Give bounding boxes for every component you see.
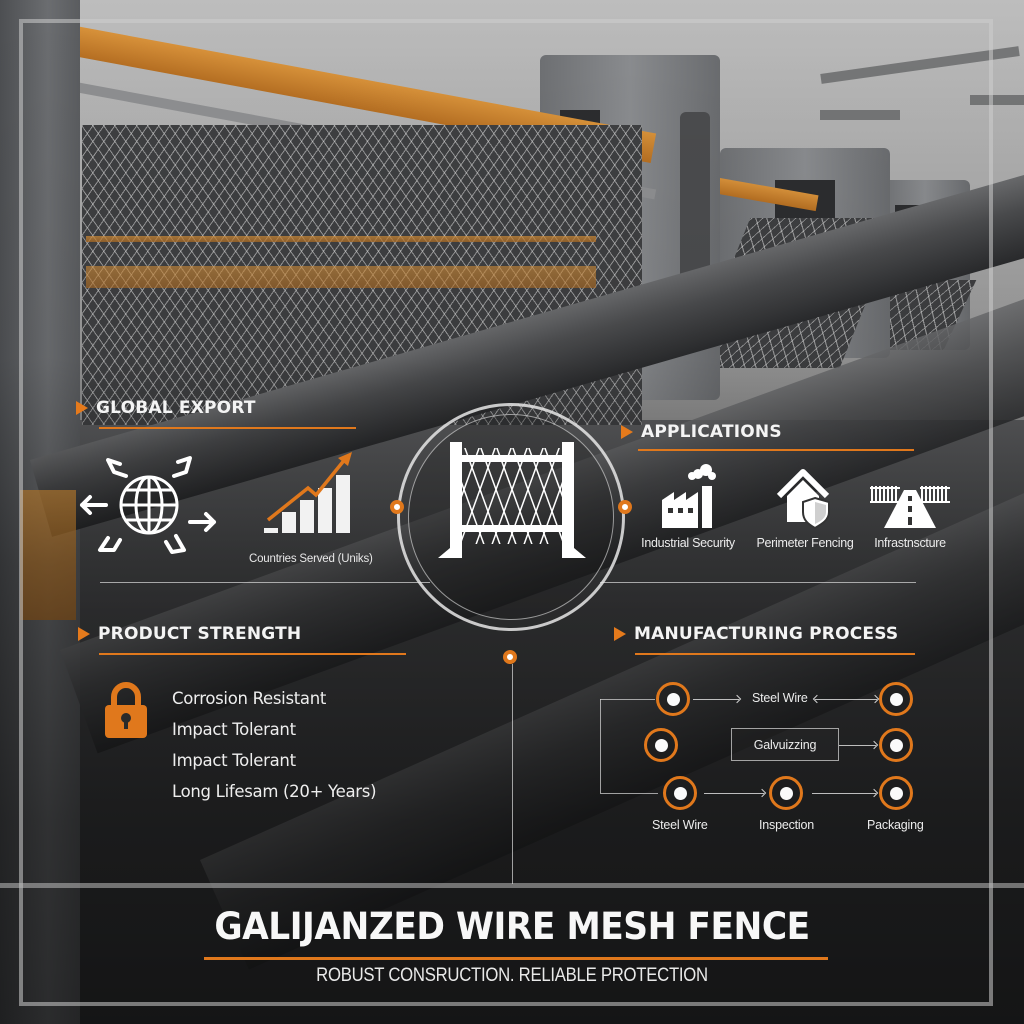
fence-road-icon bbox=[870, 486, 950, 528]
strength-item: Impact Tolerant bbox=[172, 751, 296, 770]
heading-underline bbox=[638, 449, 914, 451]
chart-caption: Countries Served (Uniks) bbox=[249, 553, 373, 565]
process-bracket-side bbox=[600, 699, 601, 793]
process-step-label: Steel Wire bbox=[652, 818, 708, 832]
process-bracket-top bbox=[600, 699, 655, 700]
strength-item: Corrosion Resistant bbox=[172, 689, 327, 708]
process-arrow bbox=[812, 793, 876, 794]
title-underline bbox=[204, 957, 828, 960]
triangle-bullet-icon bbox=[621, 425, 633, 439]
heading-text: PRODUCT STRENGTH bbox=[98, 624, 302, 644]
process-bracket-bottom bbox=[600, 793, 658, 794]
process-node bbox=[769, 776, 803, 810]
applications-heading: APPLICATIONS bbox=[621, 422, 782, 442]
house-shield-icon bbox=[776, 469, 830, 530]
galvanizing-step-box: Galvuizzing bbox=[731, 728, 839, 761]
global-export-heading: GLOBAL EXPORT bbox=[76, 398, 256, 418]
heading-underline bbox=[99, 427, 356, 429]
application-industrial-security: Industrial Security bbox=[638, 462, 738, 550]
wire-mesh-fence-panel-icon bbox=[438, 442, 586, 558]
process-step-label: Packaging bbox=[867, 818, 924, 832]
process-arrow bbox=[839, 745, 876, 746]
page-subtitle: ROBUST CONSRUCTION. RELIABLE PROTECTION bbox=[316, 965, 708, 986]
triangle-bullet-icon bbox=[78, 627, 90, 641]
center-medallion-ring bbox=[397, 403, 625, 631]
factory-icon bbox=[662, 464, 716, 528]
heading-text: APPLICATIONS bbox=[641, 422, 782, 442]
section-divider-right bbox=[600, 582, 916, 583]
strength-list: Corrosion Resistant Impact Tolerant Impa… bbox=[172, 683, 377, 807]
process-step-label: Steel Wire bbox=[752, 691, 808, 705]
product-strength-heading: PRODUCT STRENGTH bbox=[78, 624, 301, 644]
connector-node-right bbox=[618, 500, 632, 514]
process-node bbox=[644, 728, 678, 762]
heading-text: GLOBAL EXPORT bbox=[96, 398, 256, 418]
process-step-label: Galvuizzing bbox=[753, 737, 817, 752]
connector-line bbox=[512, 664, 513, 884]
connector-node-bottom bbox=[503, 650, 517, 664]
page-title: GALIJANZED WIRE MESH FENCE bbox=[214, 905, 810, 948]
padlock-icon bbox=[105, 682, 147, 738]
process-node bbox=[879, 728, 913, 762]
heading-text: MANUFACTURING PROCESS bbox=[634, 624, 899, 644]
heading-underline bbox=[635, 653, 915, 655]
process-node bbox=[879, 776, 913, 810]
application-label: Perimeter Fencing bbox=[756, 536, 854, 550]
application-perimeter-fencing: Perimeter Fencing bbox=[750, 462, 860, 550]
process-node bbox=[663, 776, 697, 810]
process-arrow bbox=[815, 699, 877, 700]
strength-item: Long Lifesam (20+ Years) bbox=[172, 782, 377, 801]
process-arrow bbox=[693, 699, 739, 700]
process-arrow bbox=[704, 793, 764, 794]
triangle-bullet-icon bbox=[76, 401, 88, 415]
application-infrastructure: Infrastnscture bbox=[862, 462, 958, 550]
process-node bbox=[656, 682, 690, 716]
process-step-label: Inspection bbox=[759, 818, 814, 832]
strength-item: Impact Tolerant bbox=[172, 720, 296, 739]
heading-underline bbox=[99, 653, 406, 655]
connector-node-left bbox=[390, 500, 404, 514]
section-divider-left bbox=[100, 582, 430, 583]
process-node bbox=[879, 682, 913, 716]
rising-bar-chart-icon bbox=[264, 452, 352, 533]
application-label: Industrial Security bbox=[641, 536, 735, 550]
manufacturing-process-heading: MANUFACTURING PROCESS bbox=[614, 624, 898, 644]
footer-divider bbox=[0, 883, 1024, 888]
outer-frame bbox=[19, 19, 993, 1006]
application-label: Infrastnscture bbox=[874, 536, 946, 550]
globe-with-circular-arrows-icon bbox=[80, 456, 216, 554]
triangle-bullet-icon bbox=[614, 627, 626, 641]
